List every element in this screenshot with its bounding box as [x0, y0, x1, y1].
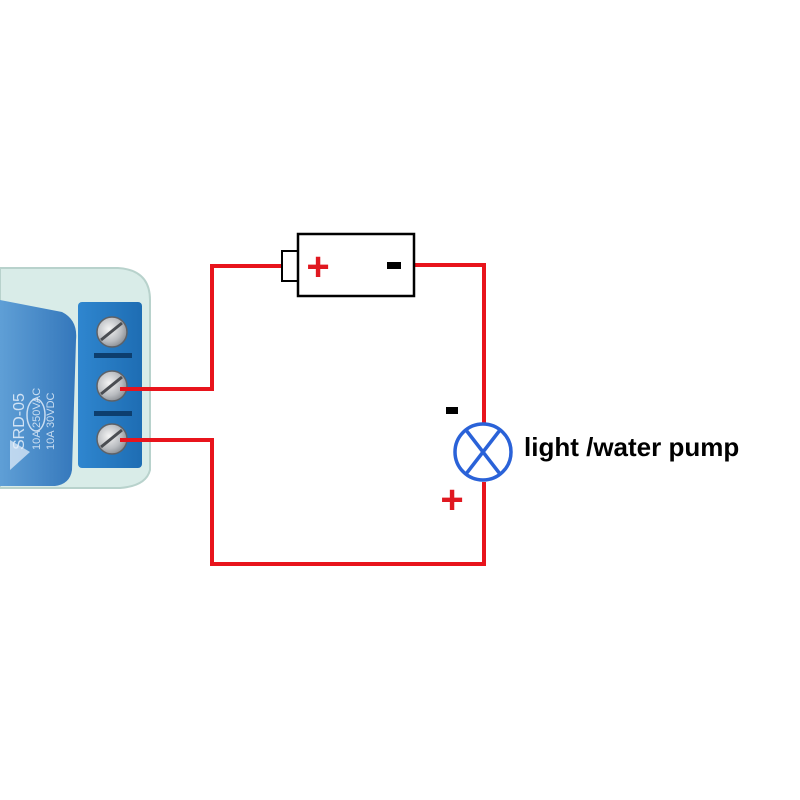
terminal-screw-middle: [96, 370, 128, 402]
load-lamp: + light /water pump: [440, 407, 739, 522]
terminal-screw-top: [96, 316, 128, 348]
relay-print: SRD-05 10A 250VAC 10A 30VDC: [11, 388, 57, 450]
relay-cert-mark: [26, 398, 46, 432]
relay-rating-text-1: 10A 250VAC: [31, 388, 43, 450]
relay-logo-mark: [10, 440, 30, 470]
terminal-divider-2: [94, 411, 132, 416]
battery: +: [281, 232, 416, 298]
relay-model-text: SRD-05: [11, 393, 28, 450]
relay-rating-text-2: 10A 30VDC: [45, 392, 57, 450]
wire-battery-negative-to-load: [414, 263, 486, 424]
load-label: light /water pump: [524, 432, 739, 462]
relay-module: SRD-05 10A 250VAC 10A 30VDC: [0, 267, 151, 489]
battery-terminal-nub: [281, 250, 299, 282]
wire-relay-to-battery-positive: [120, 264, 282, 391]
wire-load-to-relay: [120, 438, 486, 566]
relay-body: [0, 300, 77, 486]
battery-positive-sign: +: [306, 245, 329, 289]
load-negative-sign: [446, 407, 458, 414]
wires: [120, 263, 486, 566]
terminal-screw-bottom: [96, 423, 128, 455]
battery-negative-sign: [387, 262, 401, 269]
terminal-divider-1: [94, 353, 132, 358]
load-positive-sign: +: [440, 478, 463, 522]
